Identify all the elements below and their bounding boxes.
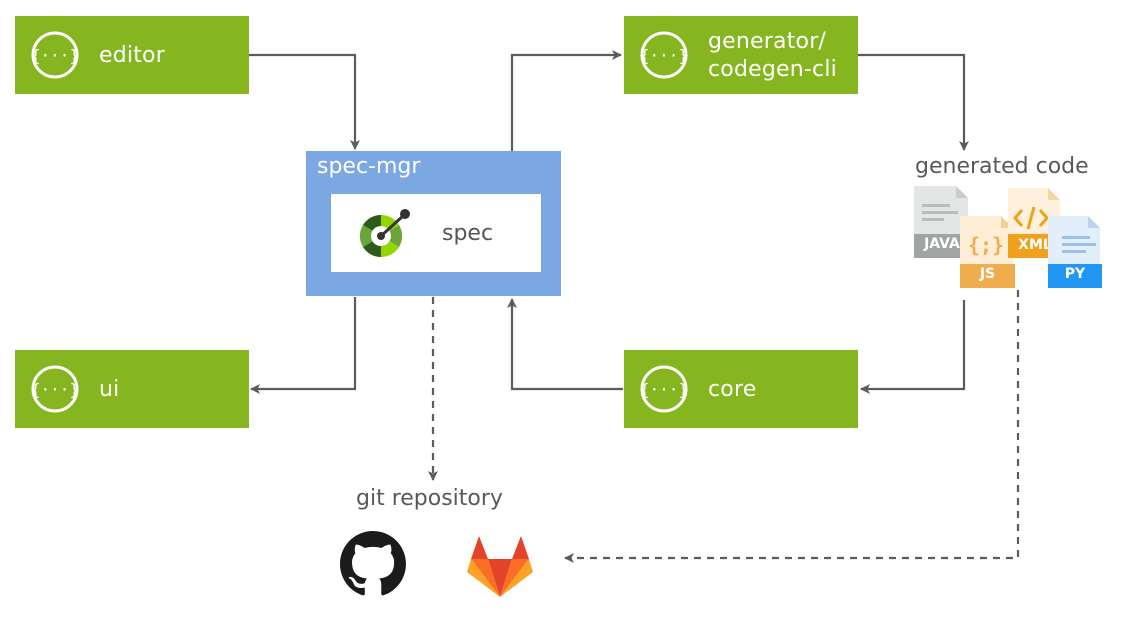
arrow-spec-to-ui xyxy=(250,297,357,394)
swagger-icon: {···} xyxy=(640,31,688,79)
generator-label-line1: generator/ xyxy=(708,29,827,54)
svg-text:{···}: {···} xyxy=(31,46,79,65)
github-icon xyxy=(340,531,406,596)
py-label: PY xyxy=(1064,266,1086,282)
generator-label-line2: codegen-cli xyxy=(708,57,837,82)
arrow-code-to-core xyxy=(860,300,966,394)
generated-code-title: generated code xyxy=(915,154,1089,179)
svg-text:{···}: {···} xyxy=(640,380,688,399)
swagger-icon: {···} xyxy=(31,365,79,413)
ui-label: ui xyxy=(99,377,120,402)
ui-node: {···} ui xyxy=(15,350,249,428)
core-label: core xyxy=(708,377,757,402)
swagger-icon: {···} xyxy=(640,365,688,413)
arrow-spec-to-generator xyxy=(510,50,622,151)
js-file-icon: {;} JS xyxy=(960,216,1015,288)
spec-box: spec xyxy=(331,194,541,272)
arrow-editor-to-spec xyxy=(249,53,360,150)
gitlab-icon xyxy=(467,536,533,597)
editor-label: editor xyxy=(99,43,165,68)
git-repository-title: git repository xyxy=(356,486,503,511)
spec-mgr-title: spec-mgr xyxy=(317,154,421,179)
xml-label: XML xyxy=(1018,237,1052,253)
py-file-icon: PY xyxy=(1048,216,1102,288)
svg-text:{···}: {···} xyxy=(31,380,79,399)
swagger-icon: {···} xyxy=(31,31,79,79)
openapi-icon xyxy=(359,209,410,258)
js-label: JS xyxy=(979,266,996,282)
arrow-core-to-spec xyxy=(507,298,623,391)
core-node: {···} core xyxy=(624,350,858,428)
editor-node: {···} editor xyxy=(15,16,249,94)
spec-mgr-box: spec-mgr spec xyxy=(306,151,561,296)
arrow-generator-to-code xyxy=(858,53,969,151)
svg-text:{···}: {···} xyxy=(640,46,688,65)
spec-label: spec xyxy=(442,221,494,246)
java-label: JAVA xyxy=(924,236,960,252)
generator-node: {···} generator/ codegen-cli xyxy=(624,16,858,94)
svg-text:{;}: {;} xyxy=(968,233,1004,257)
